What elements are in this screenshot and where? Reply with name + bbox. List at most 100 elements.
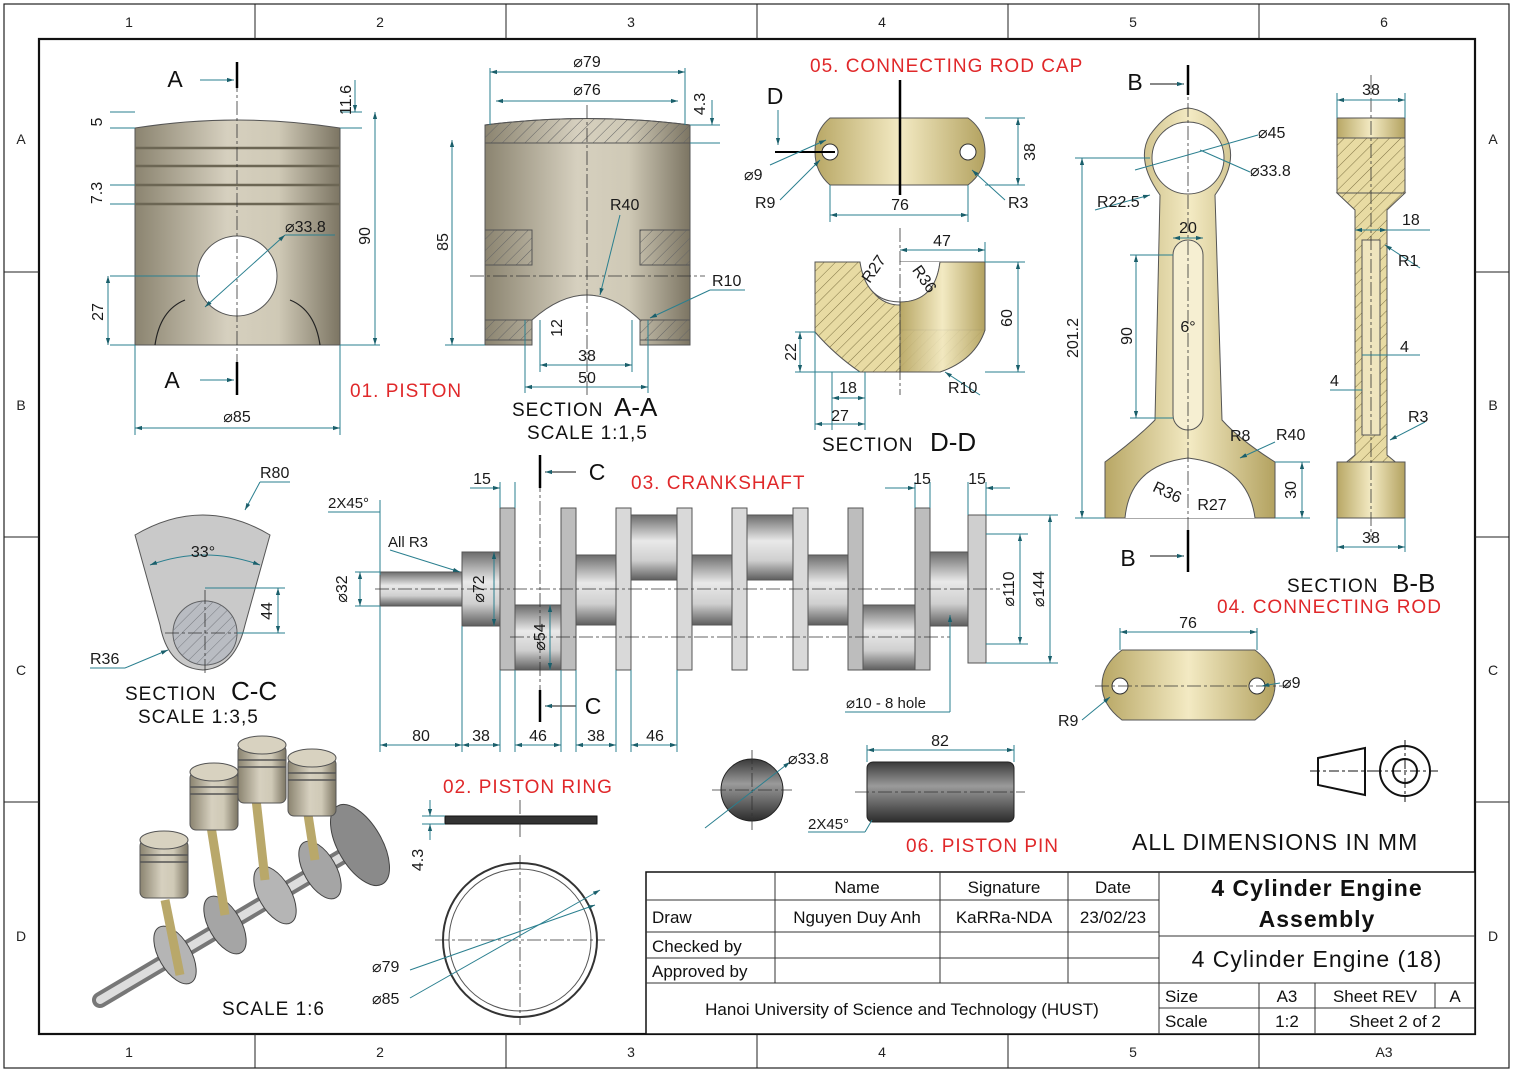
crankshaft-title: 03. CRANKSHAFT (631, 473, 805, 494)
section-dd-dim-27: 27 (831, 408, 849, 425)
zone-row-a-left: A (16, 131, 26, 147)
title-block-header-name: Name (834, 878, 879, 897)
piston-pin-title: 06. PISTON PIN (906, 836, 1059, 857)
piston-pin-dim-diameter: ⌀33.8 (788, 751, 829, 768)
zone-col-2-top: 2 (376, 14, 384, 30)
section-cc-dim-44: 44 (259, 602, 276, 620)
crankshaft-dim-15-left: 15 (473, 471, 491, 488)
zone-col-1-bottom: 1 (125, 1044, 133, 1060)
crankshaft-dim-144: ⌀144 (1031, 571, 1048, 607)
piston-ring-title: 02. PISTON RING (443, 777, 613, 798)
crankshaft-dim-72: ⌀72 (471, 575, 488, 603)
section-bb-label: SECTION (1287, 576, 1378, 597)
isometric-scale-label: SCALE 1:6 (222, 999, 325, 1020)
crankshaft-dim-46b: 46 (646, 728, 664, 745)
rod-cap-dim-76: 76 (891, 197, 909, 214)
title-block: Name Signature Date Draw Nguyen Duy Anh … (645, 871, 1476, 1035)
section-cc-label: SECTION (125, 684, 216, 705)
crankshaft-dim-all-r3: All R3 (388, 534, 428, 551)
piston-ring-dim-4-3: 4.3 (410, 849, 427, 871)
crankshaft-dim-38a: 38 (472, 728, 490, 745)
section-aa-dim-38: 38 (578, 348, 596, 365)
conrod-dim-taper: 6° (1180, 319, 1195, 336)
crankshaft-cut-label-bottom: C (585, 693, 602, 719)
crankshaft-dim-32: ⌀32 (334, 575, 351, 603)
piston-pin-dim-length: 82 (931, 733, 949, 750)
section-cc-dim-r36: R36 (90, 651, 119, 668)
zone-col-2-bottom: 2 (376, 1044, 384, 1060)
title-block-role-checked: Checked by (652, 937, 742, 956)
section-bb-view: 38 18 R1 4 4 R3 38 SECTION B-B (1287, 75, 1435, 598)
title-block-size: A3 (1277, 987, 1298, 1006)
section-aa-dim-4-3: 4.3 (692, 93, 709, 115)
zone-col-5-top: 5 (1129, 14, 1137, 30)
section-aa-dim-r40: R40 (610, 197, 639, 214)
title-block-title-line1: 4 Cylinder Engine (1211, 875, 1422, 901)
rod-cap-view: D ⌀9 R9 38 76 R3 05. CONNECTING ROD CAP (744, 56, 1082, 222)
section-bb-dim-38-bottom: 38 (1362, 530, 1380, 547)
zone-col-3-top: 3 (627, 14, 635, 30)
conrod-view: B B ⌀45 ⌀33.8 R22.5 20 90 6° 201.2 R8 R4… (1065, 65, 1442, 618)
conrod-dim-r40: R40 (1276, 427, 1305, 444)
section-bb-dim-r3: R3 (1408, 409, 1429, 426)
section-dd-label: SECTION (822, 435, 913, 456)
section-bb-dim-r1: R1 (1398, 253, 1419, 270)
section-dd-view: 47 R27 R36 60 22 18 R10 27 SECTION D-D (783, 228, 1025, 457)
units-note: ALL DIMENSIONS IN MM (1132, 829, 1418, 855)
section-cc-dim-33deg: 33° (191, 544, 215, 561)
rod-cap-dim-38: 38 (1022, 143, 1039, 161)
crankshaft-dim-15-mid: 15 (913, 471, 931, 488)
conrod-dim-20: 20 (1179, 220, 1197, 237)
piston-pin-dim-chamfer: 2X45° (808, 816, 849, 833)
conrod-dim-r27: R27 (1197, 497, 1226, 514)
conrod-dim-90: 90 (1119, 327, 1136, 345)
conrod-dim-201-2: 201.2 (1065, 318, 1082, 358)
crankshaft-dim-46a: 46 (529, 728, 547, 745)
section-dd-dim-r10: R10 (948, 380, 977, 397)
crankshaft-dim-15-right: 15 (968, 471, 986, 488)
conrod-cut-label-bottom: B (1120, 545, 1135, 571)
section-cc-letters: C-C (231, 676, 277, 706)
section-aa-view: ⌀79 ⌀76 4.3 85 R40 R10 12 38 50 SECTION … (435, 54, 745, 444)
section-aa-dim-85: 85 (435, 233, 452, 251)
section-dd-dim-60: 60 (999, 309, 1016, 327)
piston-dim-diameter: ⌀85 (223, 409, 251, 426)
zone-col-5-bottom: 5 (1129, 1044, 1137, 1060)
crankshaft-view: C C 03. CRANKSHAFT 15 15 15 2X45° All R3… (328, 455, 1058, 752)
conrod-title: 04. CONNECTING ROD (1217, 597, 1442, 618)
crankshaft-cut-label-top: C (589, 459, 606, 485)
title-block-title-line2: Assembly (1259, 906, 1376, 932)
conrod-dim-30: 30 (1283, 481, 1300, 499)
zone-col-4-top: 4 (878, 14, 886, 30)
zone-row-c-left: C (16, 662, 26, 678)
title-block-header-date: Date (1095, 878, 1131, 897)
section-aa-dim-76: ⌀76 (573, 82, 601, 99)
cap-top-view: 76 ⌀9 R9 (1058, 615, 1301, 730)
cap-top-dim-r9: R9 (1058, 713, 1079, 730)
section-aa-scale: SCALE 1:1,5 (527, 423, 648, 444)
section-bb-dim-4a: 4 (1400, 339, 1409, 356)
piston-ring-dim-79: ⌀79 (372, 959, 400, 976)
zone-row-a-right: A (1488, 131, 1498, 147)
title-block-size-label: Size (1165, 987, 1198, 1006)
section-bb-dim-18: 18 (1402, 212, 1420, 229)
piston-ring-view: 4.3 ⌀79 ⌀85 02. PISTON RING (372, 777, 613, 1025)
section-aa-dim-50: 50 (578, 370, 596, 387)
section-aa-dim-12: 12 (549, 319, 566, 337)
conrod-dim-45: ⌀45 (1258, 125, 1286, 142)
title-block-organization: Hanoi University of Science and Technolo… (705, 1000, 1099, 1019)
title-block-sheet-rev: A (1449, 987, 1461, 1006)
piston-cut-label-top: A (167, 66, 183, 92)
zone-col-6-top: 6 (1380, 14, 1388, 30)
piston-dim-7-3: 7.3 (89, 182, 106, 204)
zone-row-d-right: D (1488, 928, 1498, 944)
zone-row-c-right: C (1488, 662, 1498, 678)
piston-dim-pin-diameter: ⌀33.8 (285, 219, 326, 236)
piston-title: 01. PISTON (350, 381, 462, 402)
title-block-draw-signature: KaRRa-NDA (956, 908, 1053, 927)
title-block-header-signature: Signature (968, 878, 1041, 897)
title-block-role-approved: Approved by (652, 962, 748, 981)
piston-cut-label-bottom: A (164, 367, 180, 393)
zone-row-b-left: B (16, 397, 25, 413)
piston-view: A A 11.6 5 7.3 ⌀33.8 90 27 ⌀85 01. PISTO… (89, 62, 462, 435)
